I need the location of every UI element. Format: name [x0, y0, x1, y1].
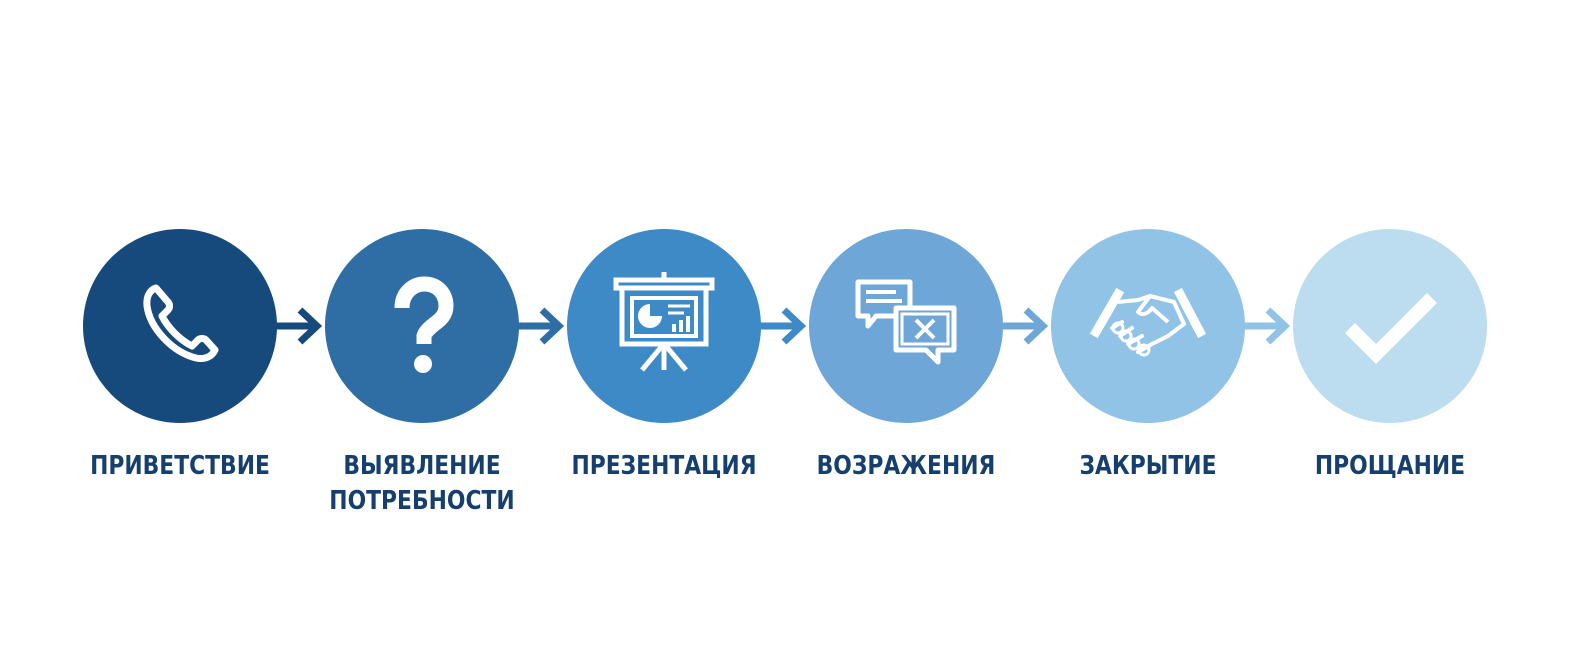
step-label-line: ПОТРЕБНОСТИ [329, 486, 515, 516]
step-label-line: ВЫЯВЛЕНИЕ [343, 451, 501, 481]
step-circle-needs [325, 229, 519, 423]
phone-icon [143, 284, 219, 362]
arrow-3 [759, 307, 807, 345]
step-label-line: ПРОЩАНИЕ [1314, 451, 1466, 481]
arrow-1 [275, 307, 323, 345]
step-label-line: ВОЗРАЖЕНИЯ [816, 451, 996, 481]
step-label-line: ПРЕЗЕНТАЦИЯ [571, 451, 757, 481]
step-label-closing: ЗАКРЫТИЕ [1039, 449, 1257, 484]
step-circle-closing [1051, 229, 1245, 423]
step-label-line: ПРИВЕТСТВИЕ [90, 451, 270, 481]
step-circle-greeting [83, 229, 277, 423]
step-circle-farewell [1293, 229, 1487, 423]
step-label-needs: ВЫЯВЛЕНИЕ ПОТРЕБНОСТИ [313, 449, 531, 519]
step-circle-presentation [567, 229, 761, 423]
step-label-greeting: ПРИВЕТСТВИЕ [71, 449, 289, 484]
step-circle-objections [809, 229, 1003, 423]
question-mark-icon [394, 276, 454, 373]
arrow-5 [1243, 307, 1291, 345]
step-label-farewell: ПРОЩАНИЕ [1281, 449, 1499, 484]
checkmark-icon [1345, 293, 1437, 364]
arrow-2 [517, 307, 565, 345]
presentation-board-icon [613, 272, 715, 372]
handshake-icon [1089, 287, 1207, 357]
chat-objection-icon [855, 279, 957, 365]
step-label-objections: ВОЗРАЖЕНИЯ [797, 449, 1015, 484]
arrow-4 [1001, 307, 1049, 345]
step-label-presentation: ПРЕЗЕНТАЦИЯ [555, 449, 773, 484]
step-label-line: ЗАКРЫТИЕ [1079, 451, 1217, 481]
